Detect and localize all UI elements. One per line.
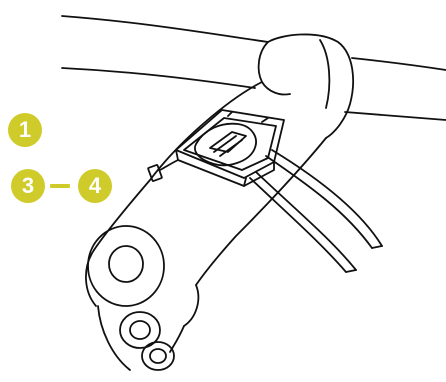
- handlebar: [62, 16, 446, 120]
- step-3-badge: 3: [11, 169, 45, 203]
- stem-clamp: [259, 34, 353, 138]
- step-4-badge: 4: [78, 169, 112, 203]
- stem-body: [94, 82, 326, 285]
- bike-computer-mount: [176, 110, 284, 186]
- stem-bolts: [98, 306, 184, 370]
- zip-ties: [148, 150, 382, 272]
- step-range-dash: [50, 184, 70, 188]
- steerer-cap: [86, 226, 198, 326]
- step-1-badge: 1: [8, 113, 42, 147]
